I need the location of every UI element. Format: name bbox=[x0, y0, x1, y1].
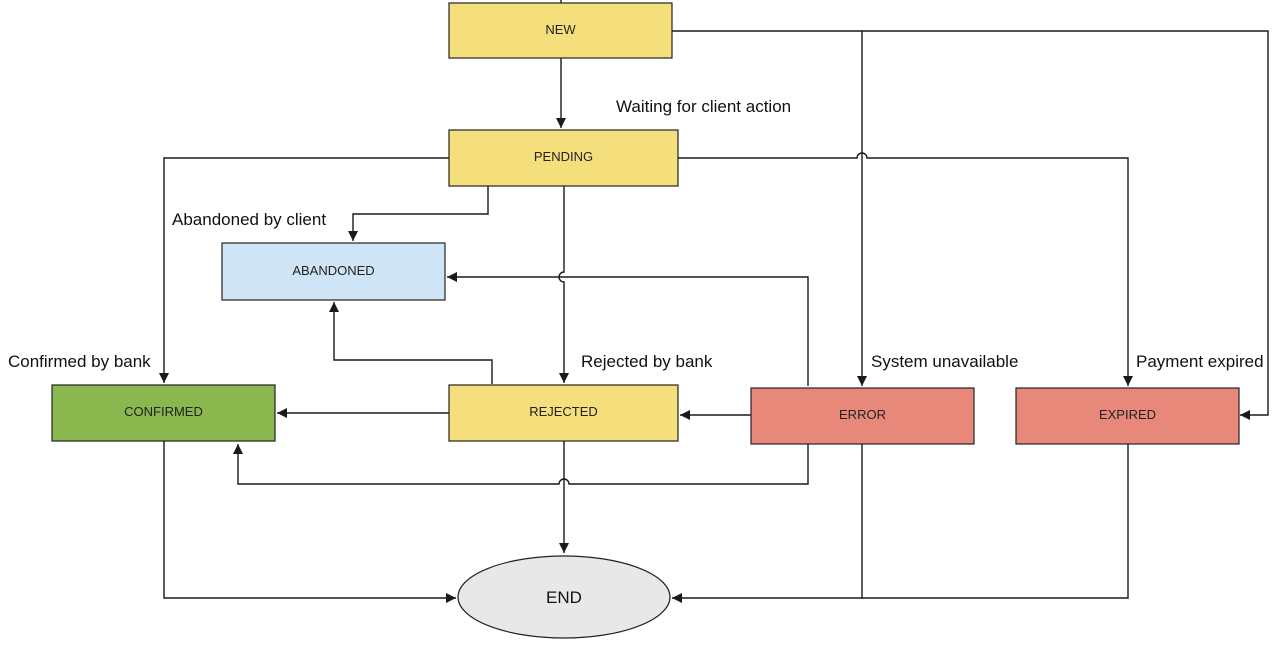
node-pending-label: PENDING bbox=[534, 149, 593, 164]
edge-expired-to-end bbox=[672, 444, 1129, 603]
label-rejected-by-bank: Rejected by bank bbox=[581, 352, 713, 371]
node-rejected-label: REJECTED bbox=[529, 404, 598, 419]
node-abandoned-label: ABANDONED bbox=[292, 263, 374, 278]
node-confirmed-label: CONFIRMED bbox=[124, 404, 203, 419]
edge-confirmed-to-end bbox=[163, 441, 456, 603]
node-end: END bbox=[457, 555, 671, 639]
node-new-box bbox=[448, 2, 673, 59]
node-expired-label: EXPIRED bbox=[1099, 407, 1156, 422]
label-confirmed-by-bank: Confirmed by bank bbox=[8, 352, 151, 371]
label-payment-expired: Payment expired bbox=[1136, 352, 1264, 371]
node-abandoned: ABANDONED bbox=[221, 242, 446, 301]
node-expired: EXPIRED bbox=[1015, 387, 1240, 445]
edge-rejected-to-abandoned bbox=[329, 302, 493, 384]
node-error: ERROR bbox=[750, 387, 975, 445]
node-confirmed-box bbox=[51, 384, 276, 442]
edge-error-to-confirmed bbox=[233, 444, 809, 485]
label-system-unavailable: System unavailable bbox=[871, 352, 1018, 371]
edge-error-to-abandoned bbox=[447, 272, 809, 386]
node-pending: PENDING bbox=[448, 129, 679, 187]
edge-new-to-expired bbox=[862, 30, 1269, 420]
node-new: NEW bbox=[448, 2, 673, 59]
label-abandoned-by-client: Abandoned by client bbox=[172, 210, 326, 229]
node-confirmed: CONFIRMED bbox=[51, 384, 276, 442]
edge-new-to-error bbox=[672, 30, 867, 386]
label-waiting-for-client-action: Waiting for client action bbox=[616, 97, 791, 116]
edges bbox=[159, 0, 1269, 603]
node-rejected: REJECTED bbox=[448, 384, 679, 442]
edge-pending-to-rejected bbox=[558, 186, 569, 383]
node-error-label: ERROR bbox=[839, 407, 886, 422]
node-end-label: END bbox=[546, 588, 582, 607]
node-error-box bbox=[750, 387, 975, 445]
edge-pending-to-expired bbox=[678, 152, 1133, 386]
node-end-ellipse bbox=[457, 555, 671, 639]
node-expired-box bbox=[1015, 387, 1240, 445]
edge-labels: Waiting for client action Abandoned by c… bbox=[8, 97, 1264, 371]
edge-pending-to-abandoned bbox=[348, 186, 489, 241]
edge-pending-to-confirmed bbox=[159, 157, 449, 383]
node-abandoned-box bbox=[221, 242, 446, 301]
node-rejected-box bbox=[448, 384, 679, 442]
node-pending-box bbox=[448, 129, 679, 187]
node-new-label: NEW bbox=[545, 22, 576, 37]
